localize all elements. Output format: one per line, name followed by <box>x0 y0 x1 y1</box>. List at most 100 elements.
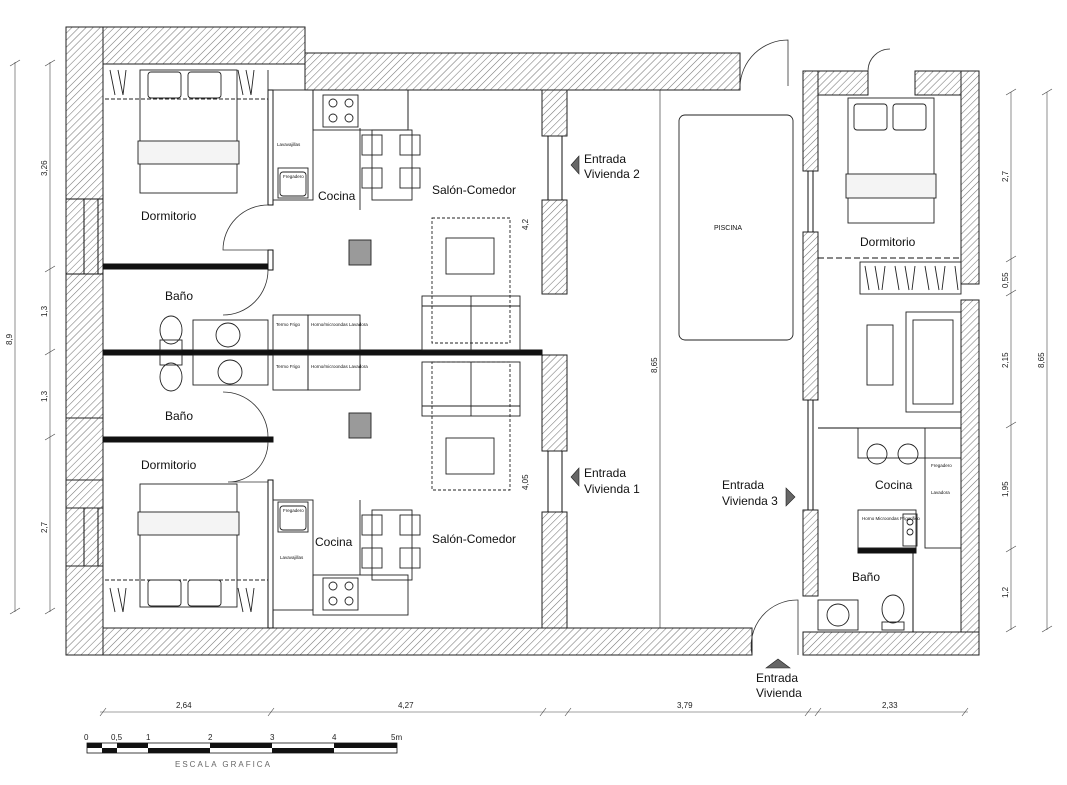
entry-main-line1: Entrada <box>756 671 798 685</box>
label-termo-bottom: Termo Frigo <box>276 364 301 369</box>
graphic-scale: 0 0,5 1 2 3 4 5m ESCALA GRAFICA <box>84 733 402 769</box>
wall-top-left <box>102 26 306 65</box>
label-fregadero-right: Fregadero <box>931 463 952 468</box>
wall-left-2 <box>65 273 104 419</box>
dim-left-4: 2,7 <box>40 521 49 533</box>
label-cocina-top: Cocina <box>318 189 356 203</box>
kitchen-right <box>857 427 962 549</box>
dim-bottom-3: 3,79 <box>677 701 693 710</box>
bathroom-top <box>159 315 269 351</box>
label-salon-top: Salón-Comedor <box>432 183 516 197</box>
bed-right <box>845 97 937 224</box>
label-horno-top: Horno/microondas Lavadora <box>311 322 368 327</box>
entry-v2-line1: Entrada <box>584 152 626 166</box>
dim-pool-len: 8,65 <box>650 357 659 373</box>
doors <box>222 39 891 656</box>
wall-right-bottom <box>802 631 980 656</box>
door-bath-top <box>222 269 269 316</box>
door-corridor-bottom <box>750 599 799 656</box>
wall-top-mid <box>304 52 741 91</box>
label-bano-bottom: Baño <box>165 409 193 423</box>
dim-right-3: 2,15 <box>1001 352 1010 368</box>
bathroom-bottom <box>159 354 269 392</box>
living-bottom <box>421 361 521 491</box>
dim-right-4: 1,95 <box>1001 481 1010 497</box>
wardrobe-top <box>105 69 269 100</box>
appliance-horno-bottom <box>307 354 361 391</box>
scale-5: 5m <box>391 733 402 742</box>
dim-left-total: 8,9 <box>5 333 14 345</box>
label-lavadora-right: Lavadora <box>931 490 950 495</box>
dim-bottom-4: 2,33 <box>882 701 898 710</box>
appliance-labels: Lavavajillas Fregadero Termo Frigo Horno… <box>276 142 952 560</box>
entry-arrow-v2 <box>570 155 580 175</box>
label-horno-bottom: Horno/microondas Lavadora <box>311 364 368 369</box>
exterior-walls <box>65 26 980 656</box>
label-cocina-bottom: Cocina <box>315 535 353 549</box>
dim-inner-405: 4,05 <box>521 474 530 490</box>
wall-corridor-4 <box>541 511 568 629</box>
dim-inner-42: 4,2 <box>521 218 530 230</box>
door-bath-bottom <box>222 391 269 438</box>
wall-kitchen-top <box>267 89 274 206</box>
entry-markers: Entrada Vivienda 2 Entrada Vivienda 1 En… <box>570 152 802 700</box>
living-right <box>866 311 962 413</box>
entry-v2-line2: Vivienda 2 <box>584 167 640 181</box>
entry-arrow-v3 <box>785 487 796 507</box>
kitchen-bottom <box>272 499 409 616</box>
wall-left-4 <box>65 565 104 656</box>
wall-corridor-1 <box>541 89 568 137</box>
pillar-top <box>348 239 372 266</box>
label-salon-bottom: Salón-Comedor <box>432 532 516 546</box>
entry-arrow-v1 <box>570 467 580 487</box>
wall-dorm-bottom <box>102 436 274 443</box>
wall-right-l1 <box>802 70 819 172</box>
label-lavavajillas-bottom: Lavavajillas <box>280 555 304 560</box>
wall-right-l2 <box>802 231 819 401</box>
wardrobe-bottom <box>105 579 268 613</box>
wall-dorm-top <box>102 263 274 270</box>
dimension-labels: 8,9 3,26 1,3 1,3 2,7 4,2 4,05 8,65 8,65 … <box>5 160 1046 710</box>
bathroom-right <box>817 594 905 631</box>
label-fregadero-top: Fregadero <box>283 174 304 179</box>
appliance-horno-top <box>307 314 361 351</box>
dim-right-2: 0,55 <box>1001 272 1010 288</box>
left-building-walls <box>65 26 753 656</box>
dim-left-2: 1,3 <box>40 305 49 317</box>
wall-right-r2 <box>960 299 980 656</box>
wall-right-l3 <box>802 509 819 597</box>
entry-main-line2: Vivienda <box>756 686 802 700</box>
dim-right-total: 8,65 <box>1037 352 1046 368</box>
wall-corridor-2 <box>541 199 568 295</box>
wall-right-r1 <box>960 70 980 285</box>
dim-right-5: 1,2 <box>1001 586 1010 598</box>
wall-left-3 <box>65 479 104 509</box>
scale-05: 0,5 <box>111 733 123 742</box>
kitchen-top <box>272 89 409 210</box>
entry-v1-line2: Vivienda 1 <box>584 482 640 496</box>
appliance-termo-top <box>272 314 309 351</box>
wall-seg-1 <box>267 249 274 271</box>
wardrobe-right <box>859 261 962 295</box>
room-labels: Dormitorio Baño Cocina Salón-Comedor Bañ… <box>141 183 916 584</box>
label-lavavajillas-top: Lavavajillas <box>277 142 301 147</box>
living-top <box>421 217 521 351</box>
wall-left-1 <box>65 26 104 200</box>
door-right-window <box>867 48 891 72</box>
dining-bottom <box>361 509 421 581</box>
furniture <box>105 69 962 631</box>
wall-kitchen-bottom <box>267 479 274 629</box>
scale-4: 4 <box>332 733 337 742</box>
label-termo-top: Termo Frigo <box>276 322 301 327</box>
dim-left-1: 3,26 <box>40 160 49 176</box>
wall-bottom <box>102 627 753 656</box>
appliance-termo-bottom <box>272 354 309 391</box>
dim-right-1: 2,7 <box>1001 170 1010 182</box>
scale-1: 1 <box>146 733 151 742</box>
dim-left-3: 1,3 <box>40 390 49 402</box>
label-bano-top: Baño <box>165 289 193 303</box>
wall-right-bath <box>857 547 917 554</box>
entry-v3-line1: Entrada <box>722 478 764 492</box>
pillar-bottom <box>348 412 372 439</box>
